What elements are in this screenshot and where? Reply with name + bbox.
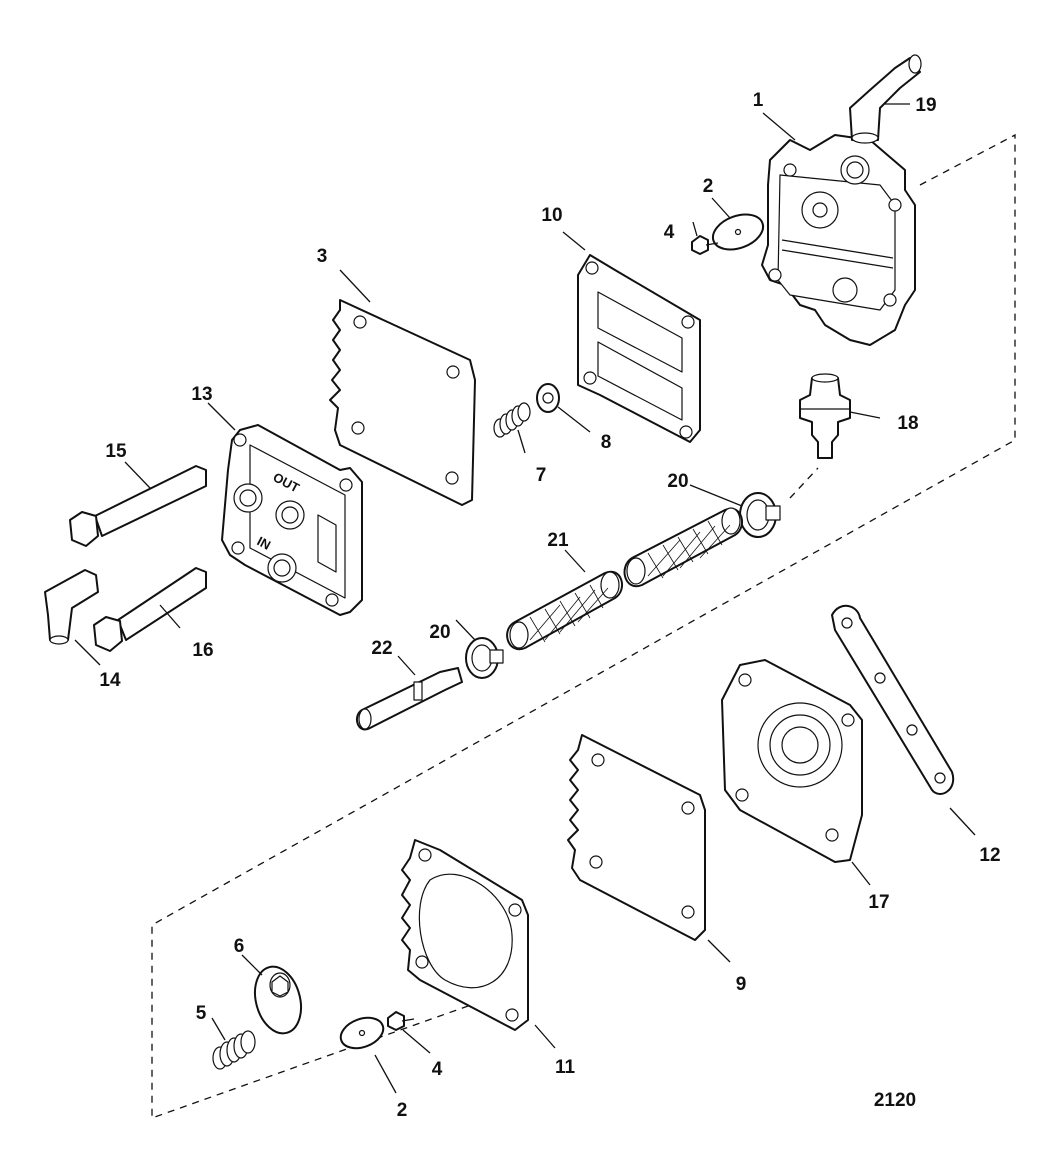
part-bolt-16 (93, 567, 207, 652)
callout-18: 18 (897, 413, 918, 434)
leader-lines (74, 103, 976, 1094)
part-pump-base-17 (721, 659, 863, 863)
part-bolt-15 (69, 465, 207, 547)
part-strap-gasket-12 (831, 604, 955, 795)
callout-2-upper: 2 (703, 176, 714, 197)
callout-2-lower: 2 (397, 1100, 408, 1121)
callout-10: 10 (541, 205, 562, 226)
part-screw-lower (387, 1011, 415, 1031)
callout-20-left: 20 (429, 622, 450, 643)
part-straight-fitting-18 (799, 373, 851, 459)
callout-13: 13 (191, 384, 212, 405)
callout-16: 16 (192, 640, 213, 661)
callout-20-right: 20 (667, 471, 688, 492)
assembly-guide-lines (151, 133, 1016, 1119)
callout-14: 14 (99, 670, 121, 691)
part-clip-20-left (465, 637, 504, 679)
callout-19: 19 (915, 95, 936, 116)
part-clip-20-right (739, 492, 781, 538)
part-spring-7 (493, 402, 531, 438)
part-check-valve-6 (253, 965, 303, 1035)
part-screw-upper (691, 235, 719, 255)
part-gasket-10 (577, 254, 701, 443)
part-fuel-tube-22 (355, 667, 463, 731)
part-check-valve-8 (536, 383, 560, 413)
part-spring-5 (212, 1030, 256, 1070)
part-filter-screens-21 (506, 507, 744, 651)
part-pump-body (761, 134, 916, 346)
callout-6: 6 (234, 936, 245, 957)
part-elbow-fitting-19 (849, 54, 922, 144)
callout-21: 21 (547, 530, 569, 551)
cover-in-marking: IN (255, 533, 274, 552)
callout-11: 11 (555, 1057, 576, 1078)
callout-15: 15 (105, 441, 127, 462)
callout-4-lower: 4 (432, 1059, 443, 1080)
part-diaphragm-3 (329, 299, 476, 506)
callout-17: 17 (868, 892, 889, 913)
callout-7: 7 (536, 465, 547, 486)
callout-1: 1 (753, 90, 764, 111)
callout-9: 9 (736, 974, 747, 995)
callout-8: 8 (601, 432, 612, 453)
callout-3: 3 (317, 246, 328, 267)
callout-labels: 1 2 2 3 4 4 5 6 7 8 9 10 11 12 13 14 15 … (99, 90, 1000, 1121)
callout-5: 5 (196, 1003, 207, 1024)
figure-number: 2120 (874, 1090, 916, 1111)
callout-12: 12 (979, 845, 1000, 866)
part-pump-cover-13: OUT IN (221, 424, 363, 616)
part-gasket-11 (401, 839, 529, 1031)
callout-4-upper: 4 (664, 222, 675, 243)
part-elbow-fitting-14 (44, 569, 99, 645)
callout-22: 22 (371, 638, 392, 659)
part-diaphragm-9 (567, 734, 706, 941)
